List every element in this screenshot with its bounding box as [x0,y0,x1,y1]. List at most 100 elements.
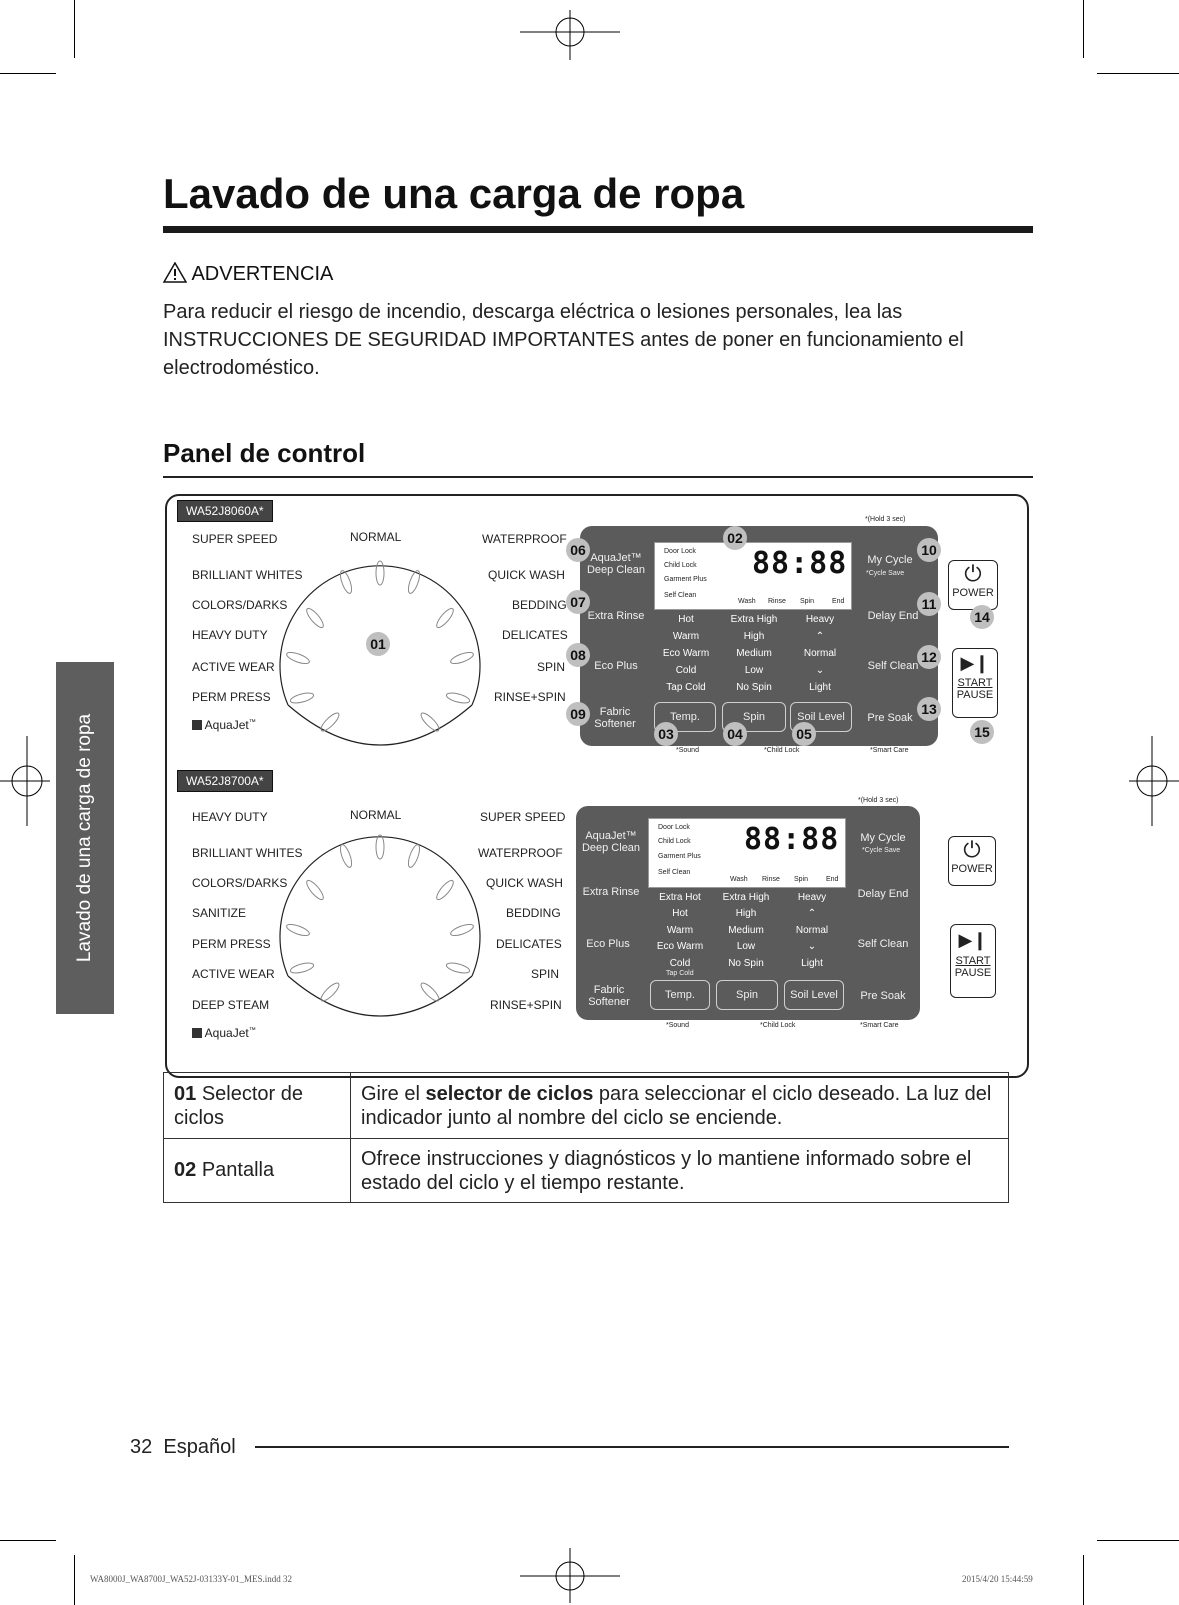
section-title: Panel de control [163,438,366,468]
stage-label: Wash [738,598,756,605]
pre-soak-button[interactable]: Pre Soak [860,990,906,1002]
callout-08: 08 [566,643,590,667]
soil-option: Heavy [805,614,835,625]
registration-mark [520,1548,620,1603]
spin-button[interactable]: Spin [722,702,786,732]
spin-option: No Spin [736,682,772,693]
title-rule [163,226,1033,233]
down-arrow-icon: ⌄ [807,941,817,952]
start-pause-button[interactable]: ▶❙ START PAUSE [950,924,996,998]
stage-label: Spin [794,876,809,883]
dial-label: BRILLIANT WHITES [192,568,303,582]
callout-07: 07 [566,590,590,614]
spin-option: Low [744,665,764,676]
spin-option: Medium [728,925,764,936]
callout-04: 04 [723,722,747,746]
stage-label: Wash [730,876,748,883]
down-arrow-icon: ⌄ [815,665,825,676]
callout-12: 12 [917,645,941,669]
dial-label: WATERPROOF [478,846,563,860]
callout-09: 09 [566,702,590,726]
dial-label: ACTIVE WEAR [192,967,275,981]
child-lock-label: Child Lock [658,838,691,845]
delay-end-button[interactable]: Delay End [867,610,919,622]
spin-option: High [735,908,757,919]
hold-note: *(Hold 3 sec) [865,516,906,523]
soil-level-button[interactable]: Soil Level [784,980,844,1010]
time-display: 88:88 [744,822,840,857]
dial-label: PERM PRESS [192,937,271,951]
spin-option: No Spin [728,958,764,969]
fabric-softener-button[interactable]: Fabric Softener [594,706,636,730]
aquajet-button[interactable]: AquaJet™ Deep Clean [581,830,641,854]
eco-plus-button[interactable]: Eco Plus [586,938,630,950]
crop-mark [0,1540,56,1541]
crop-mark [1083,0,1084,58]
crop-mark [74,0,75,58]
soil-option: Heavy [797,892,827,903]
dial-label: DELICATES [502,628,568,642]
model-label-1: WA52J8060A* [177,500,273,522]
dial-label: NORMAL [350,808,402,822]
power-button[interactable]: ⏻ POWER [948,560,998,610]
display-screen-1 [654,542,852,610]
cycle-selector-dial-1 [279,560,481,746]
self-clean-button[interactable]: Self Clean [857,938,909,950]
spin-option: Extra High [722,892,770,903]
callout-06: 06 [566,538,590,562]
power-button[interactable]: ⏻ POWER [948,836,996,886]
page-title: Lavado de una carga de ropa [163,170,745,217]
temp-option: Hot [672,908,688,919]
dial-label: COLORS/DARKS [192,598,288,612]
my-cycle-button[interactable]: My Cycle [867,554,913,566]
temp-button[interactable]: Temp. [654,702,716,732]
stage-label: Rinse [762,876,780,883]
footer-language: Español [163,1436,236,1458]
dial-label: DELICATES [496,937,562,951]
footnote: *Smart Care [870,747,909,754]
footnote: *Smart Care [860,1022,899,1029]
callout-10: 10 [917,538,941,562]
callout-13: 13 [917,697,941,721]
spin-option: Medium [736,648,772,659]
pre-soak-button[interactable]: Pre Soak [867,712,913,724]
dial-label: COLORS/DARKS [192,876,288,890]
dial-label: BEDDING [512,598,567,612]
temp-option: Eco Warm [662,648,710,659]
registration-mark [1129,736,1179,826]
fabric-softener-button[interactable]: Fabric Softener [588,984,630,1008]
aquajet-icon [192,720,202,730]
up-arrow-icon: ⌃ [815,631,825,642]
warning-icon [162,261,188,289]
start-pause-button[interactable]: ▶❙ START PAUSE [952,648,998,718]
eco-plus-button[interactable]: Eco Plus [594,660,638,672]
my-cycle-button[interactable]: My Cycle [860,832,906,844]
temp-option: Hot [678,614,694,625]
self-clean-label: Self Clean [664,592,697,599]
soil-level-button[interactable]: Soil Level [790,702,852,732]
delay-end-button[interactable]: Delay End [857,888,909,900]
dial-label: PERM PRESS [192,690,271,704]
table-cell-desc: Ofrece instrucciones y diagnósticos y lo… [350,1138,1009,1203]
warning-label: ADVERTENCIA [191,263,334,285]
temp-option: Warm [672,631,700,642]
up-arrow-icon: ⌃ [807,908,817,919]
self-clean-button[interactable]: Self Clean [867,660,919,672]
table-cell-name: 02 Pantalla [163,1138,351,1203]
crop-mark [0,73,56,74]
temp-option: Cold [669,958,691,969]
warning-text: Para reducir el riesgo de incendio, desc… [163,301,964,379]
callout-01: 01 [366,632,390,656]
cycle-selector-dial-2 [279,834,481,1017]
extra-rinse-button[interactable]: Extra Rinse [582,886,640,898]
stage-label: Spin [800,598,815,605]
extra-rinse-button[interactable]: Extra Rinse [587,610,645,622]
temp-button[interactable]: Temp. [650,980,710,1010]
callout-02: 02 [723,526,747,550]
spin-option: Extra High [730,614,778,625]
chapter-tab-label: Lavado de una carga de ropa [74,713,95,963]
footnote: *Sound [676,747,699,754]
spin-button[interactable]: Spin [716,980,778,1010]
aquajet-button[interactable]: AquaJet™ Deep Clean [586,552,646,576]
garment-plus-label: Garment Plus [658,853,701,860]
